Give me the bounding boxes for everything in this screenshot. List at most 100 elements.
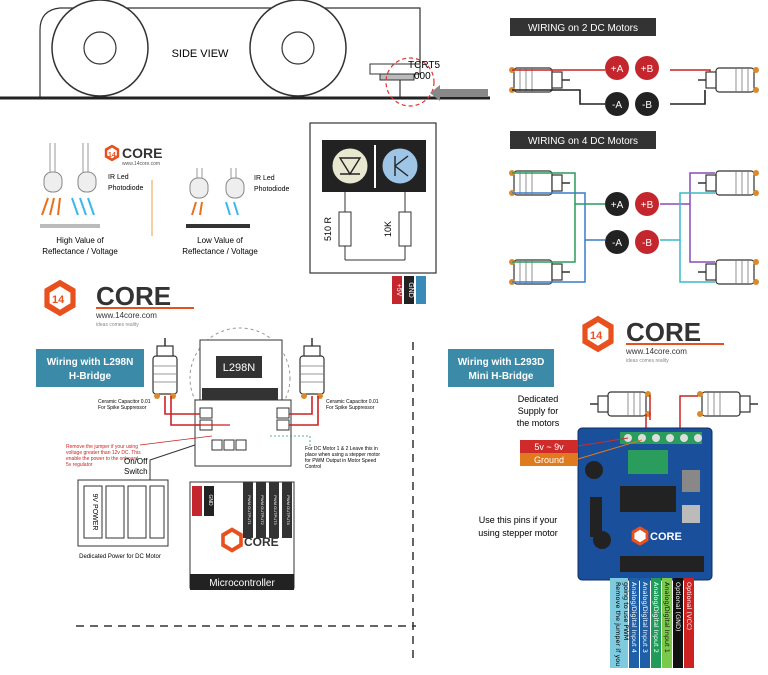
label-pos-a: +A [611, 64, 624, 75]
terminal-pos-b [635, 56, 659, 80]
pin-label-pwm: going to use PWM [622, 582, 630, 640]
label-4dc-neg-a: -A [612, 238, 622, 249]
terminal-neg-a [605, 92, 629, 116]
brand-logo-right: 14 CORE www.14core.com ideas comes reali… [582, 315, 724, 364]
wiring-4dc-title: WIRING on 4 DC Motors [528, 136, 638, 147]
supply-label-3: the motors [517, 418, 560, 428]
wiring-2dc-title-box [510, 18, 656, 36]
resistor-510r-label: 510 R [323, 216, 333, 241]
jumper-note-4: 5v regulator [66, 462, 93, 468]
l298n-chip [216, 356, 262, 378]
pin-strip-2 [640, 578, 650, 668]
sensor-highlight [385, 57, 435, 107]
pin-out [416, 276, 426, 304]
pin-label-input-1: Analog/Digital Input 1 [663, 582, 671, 653]
pin-label-input-4: Analog/Digital Input 4 [630, 582, 638, 653]
voltage-tag [520, 440, 578, 453]
side-view-panel: SIDE VIEW TCRT5 000 [0, 0, 490, 107]
l298n-subtitle: H-Bridge [69, 371, 112, 382]
brand-logo-url-right: www.14core.com [625, 347, 687, 356]
pin-strip-5 [673, 578, 683, 668]
resistor-10k-label: 10K [383, 221, 393, 237]
ground-tag [520, 453, 578, 466]
wiring-2dc-panel: WIRING on 2 DC Motors +A +B -A -B [508, 18, 760, 116]
label-4dc-pos-a: +A [611, 200, 624, 211]
sensor-label: TCRT5 [408, 60, 440, 71]
pin-label-input-3: Analog/Digital Input 3 [641, 582, 649, 653]
l293d-subtitle: Mini H-Bridge [469, 371, 534, 382]
screw-terminals [620, 432, 702, 444]
ir-led-label-high: IR Led [108, 174, 129, 181]
resistor-10k [398, 211, 412, 247]
wiring-4dc-title-box [510, 131, 656, 149]
pin-vcc-label: +5V [395, 284, 402, 297]
pin-gnd-label: GND [407, 282, 414, 298]
supply-label: Dedicated [518, 394, 559, 404]
pwm-pin-1 [243, 482, 253, 538]
pin-strip-3 [651, 578, 661, 668]
jumper-note-2: voltage greater than 12v DC. This [66, 450, 141, 456]
brand-logo-url: www.14core.com [95, 311, 157, 320]
ground-label: Ground [534, 455, 564, 465]
pwm-pin-3-label: PWM OUTPUT3 [273, 495, 278, 525]
wiring-4dc-panel: WIRING on 4 DC Motors +A +B -A -B [508, 131, 760, 286]
pin-gnd [404, 276, 414, 304]
cap-right-note-2: For Spike Suppressor [326, 405, 375, 411]
pin-strip-4 [662, 578, 672, 668]
pwm-note-3: for PWM Output in Motor Speed [305, 458, 376, 464]
low-value-label-2: Reflectance / Voltage [182, 247, 258, 256]
pin-label-gnd: Optional (GND) [674, 582, 682, 632]
terminal-neg-b [635, 92, 659, 116]
terminal-4dc-neg-a [605, 230, 629, 254]
terminal-4dc-neg-b [635, 230, 659, 254]
small-logo-url: www.14core.com [122, 161, 160, 167]
pwm-pin-2-label: PWM OUTPUT2 [260, 495, 265, 525]
small-logo-text: CORE [122, 145, 162, 161]
low-reflectance-sensor: IR Led Photodiode Low Value of Reflectan… [182, 168, 290, 256]
brand-logo-num: 14 [52, 294, 65, 306]
small-logo-num: 14 [108, 152, 116, 159]
label-neg-a: -A [612, 100, 622, 111]
sensor-circuit-panel: 510 R 10K +5V GND [309, 122, 437, 304]
brand-logo-name: CORE [96, 281, 171, 311]
cap-left-note-2: For Spike Suppressor [98, 405, 147, 411]
pwm-note: For DC Motor 1 & 2 Leave this in [305, 446, 378, 452]
gnd-label: GND [207, 494, 213, 506]
microcontroller-label: Microcontroller [209, 578, 275, 589]
pin-label-vcc: Optional (VCC) [685, 582, 693, 630]
jumper-note-3: enable the power to the onboard [66, 456, 138, 462]
supply-label-2: Supply for [518, 406, 559, 416]
pin-vcc [392, 276, 402, 304]
label-pos-b: +B [641, 64, 654, 75]
micro-logo-text: CORE [244, 535, 279, 549]
voltage-label: 5v ~ 9v [534, 442, 564, 452]
pwm-pin-1-label: PWM OUTPUT1 [247, 495, 252, 525]
high-reflectance-sensor: IR Led Photodiode High Value of Reflecta… [40, 143, 144, 256]
reflectance-panel: 14 CORE www.14core.com IR Led Photodiode… [40, 143, 290, 256]
pwm-pin-4 [282, 482, 292, 538]
terminal-4dc-pos-a [605, 192, 629, 216]
l298n-title: Wiring with L298N [47, 357, 134, 368]
battery-caption: Dedicated Power for DC Motor [79, 554, 161, 560]
low-value-label: Low Value of [197, 236, 243, 245]
pin-label-jumper: Remove the jumper if you [614, 582, 622, 666]
jumper-note: Remove the jumper if your using [66, 444, 138, 450]
pin-strip-0 [610, 578, 628, 668]
photodiode-label-high: Photodiode [108, 185, 144, 192]
stepper-note-2: using stepper motor [478, 528, 558, 538]
pwm-pin-4-label: PWM OUTPUT4 [286, 495, 291, 525]
l293d-title: Wiring with L293D [458, 357, 545, 368]
switch-label-2: Switch [124, 467, 148, 476]
l298n-chip-label: L298N [223, 362, 255, 374]
terminal-4dc-pos-b [635, 192, 659, 216]
switch-label: On/Off [124, 457, 148, 466]
battery-label: 9V POWER [91, 494, 98, 531]
brand-logo-tagline-right: ideas comes reality [626, 358, 669, 364]
stepper-note: Use this pins if your [479, 515, 558, 525]
resistor-510r [338, 211, 352, 247]
l298n-panel: Wiring with L298N H-Bridge L298N Ceramic… [36, 327, 380, 590]
pin-strip-6 [684, 578, 694, 668]
high-value-label-2: Reflectance / Voltage [42, 247, 118, 256]
label-4dc-pos-b: +B [641, 200, 654, 211]
